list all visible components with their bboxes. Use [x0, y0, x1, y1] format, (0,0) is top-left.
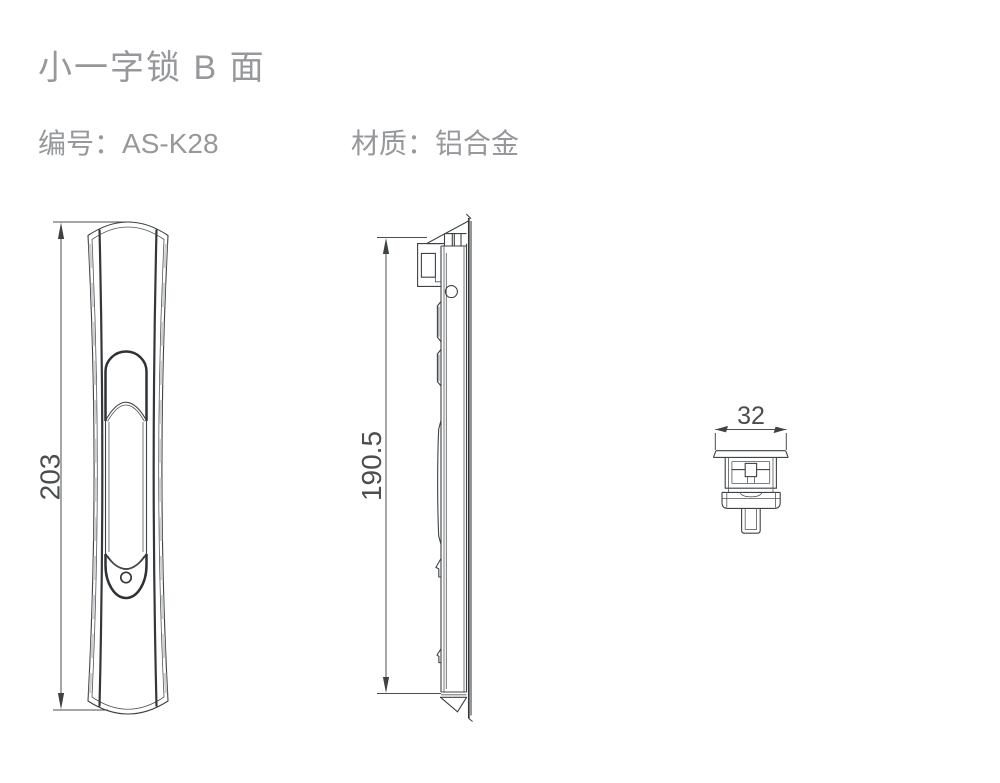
cylinder-dimension: 32 [714, 402, 787, 450]
side-dim-arrow-up [382, 238, 390, 254]
recess-bulge-profile [437, 420, 442, 545]
side-dimension: 190.5 [356, 237, 441, 694]
latch-block-step [435, 277, 441, 283]
part-number-label: 编号： [38, 128, 123, 159]
screw-hole [119, 571, 133, 584]
collar-hump [739, 492, 763, 498]
recess-cup-lip-inner [107, 555, 145, 570]
front-view: 203 [35, 221, 169, 715]
clip-bump-1 [436, 301, 442, 342]
top-ribs [443, 233, 467, 246]
bottom-bevel-triangle [440, 696, 468, 713]
page-title: 小一字锁 B 面 [38, 49, 266, 87]
latch-block [417, 243, 441, 287]
part-number: 编号：AS-K28 [38, 122, 219, 162]
housing-outline [724, 457, 777, 489]
recess-inner-arc2 [107, 404, 145, 422]
sheet-bottom-cap [468, 718, 473, 722]
meta-row: 编号：AS-K28 材质：铝合金 [0, 122, 1000, 159]
latch-block-inner [420, 252, 436, 278]
cylinder-body [712, 450, 789, 534]
side-dim-arrow-down [382, 677, 390, 693]
front-dim-arrow-down [57, 693, 65, 710]
flush-pull-recess [104, 350, 148, 600]
recess-inner-arc [105, 401, 147, 421]
plate-outer-edge [87, 221, 169, 715]
front-dimension-value: 203 [35, 454, 66, 501]
mount-hole [444, 285, 458, 299]
spindle-stem [741, 508, 761, 534]
cyl-dim-arrow-left [715, 425, 728, 433]
part-number-value: AS-K28 [122, 128, 219, 159]
flange-plate [712, 450, 789, 458]
plate-right-highlight [159, 243, 168, 694]
recess-top-arch [104, 350, 148, 421]
material-value: 铝合金 [435, 128, 520, 159]
top-bevel-triangle [426, 220, 469, 245]
plate-face-right-edge [152, 229, 158, 707]
sheet-top-cap [465, 213, 472, 220]
cyl-dim-arrow-right [773, 426, 787, 434]
material-label: 材质： [351, 128, 436, 159]
recess-cup-lip [104, 553, 148, 570]
front-dim-arrow-up [57, 222, 65, 239]
plate-left-highlight [88, 243, 97, 694]
side-view: 190.5 [356, 213, 473, 722]
clip-bump-2 [436, 349, 442, 387]
side-profile [417, 213, 473, 722]
hook-tab-2 [436, 648, 442, 664]
cam-stub [747, 476, 755, 484]
cylinder-view: 32 [712, 402, 789, 534]
front-dimension: 203 [35, 221, 131, 711]
plate-outline [87, 221, 169, 715]
side-dimension-value: 190.5 [356, 431, 387, 501]
plate-face-left-edge [98, 229, 104, 707]
cylinder-dimension-value: 32 [737, 402, 765, 430]
hook-tab-1 [435, 558, 442, 578]
recess-bottom-u [104, 554, 148, 600]
material: 材质：铝合金 [351, 122, 519, 162]
collar-outline [721, 492, 781, 509]
plate-chamfer-edge [91, 226, 165, 710]
cam-knob [744, 462, 758, 478]
